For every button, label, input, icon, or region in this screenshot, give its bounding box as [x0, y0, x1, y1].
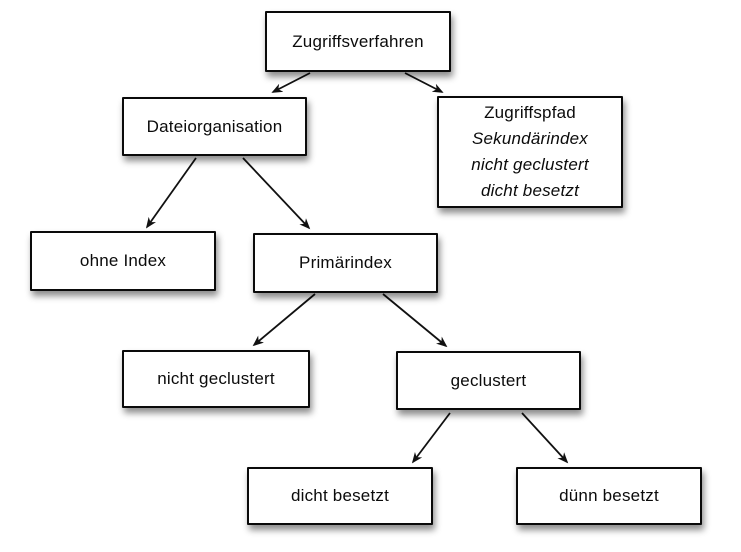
node-nicht-geclustert: nicht geclustert: [122, 350, 310, 408]
node-label-line-2: Sekundärindex: [471, 129, 588, 148]
node-label: Dateiorganisation: [146, 116, 283, 136]
node-label: Primärindex: [299, 253, 392, 272]
node-label: ohne Index: [79, 251, 167, 270]
node-duenn-besetzt: dünn besetzt: [516, 467, 702, 525]
node-label: geclustert: [450, 370, 527, 390]
node-label-line-3: nicht geclustert: [471, 155, 589, 174]
edge-root-zugriffspfad: [404, 72, 444, 93]
node-geclustert: geclustert: [396, 351, 581, 410]
node-label-line-1: Zugriffspfad: [484, 103, 576, 122]
node-label: dünn besetzt: [559, 486, 659, 505]
edge-primaerindex-geclustert: [382, 293, 448, 348]
edge-dateiorg-primaerindex: [242, 157, 311, 230]
edge-primaerindex-nichtgecl: [252, 293, 316, 347]
edge-geclustert-duennbesetzt: [521, 412, 569, 464]
node-dicht-besetzt: dicht besetzt: [247, 467, 433, 525]
node-ohne-index: ohne Index: [30, 231, 216, 291]
edge-geclustert-dichtbesetzt: [411, 412, 451, 464]
edge-root-dateiorg: [271, 72, 311, 93]
node-label: Zugriffsverfahren: [292, 31, 424, 51]
node-primaerindex: Primärindex: [253, 233, 438, 293]
node-dateiorganisation: Dateiorganisation: [122, 97, 307, 156]
node-label: nicht geclustert: [157, 369, 275, 388]
node-label: dicht besetzt: [290, 486, 390, 505]
node-zugriffsverfahren: Zugriffsverfahren: [265, 11, 451, 72]
edge-dateiorg-ohneindex: [145, 157, 197, 229]
node-zugriffspfad: Zugriffspfad Sekundärindex nicht geclust…: [437, 96, 623, 208]
node-label-line-4: dicht besetzt: [480, 181, 580, 200]
